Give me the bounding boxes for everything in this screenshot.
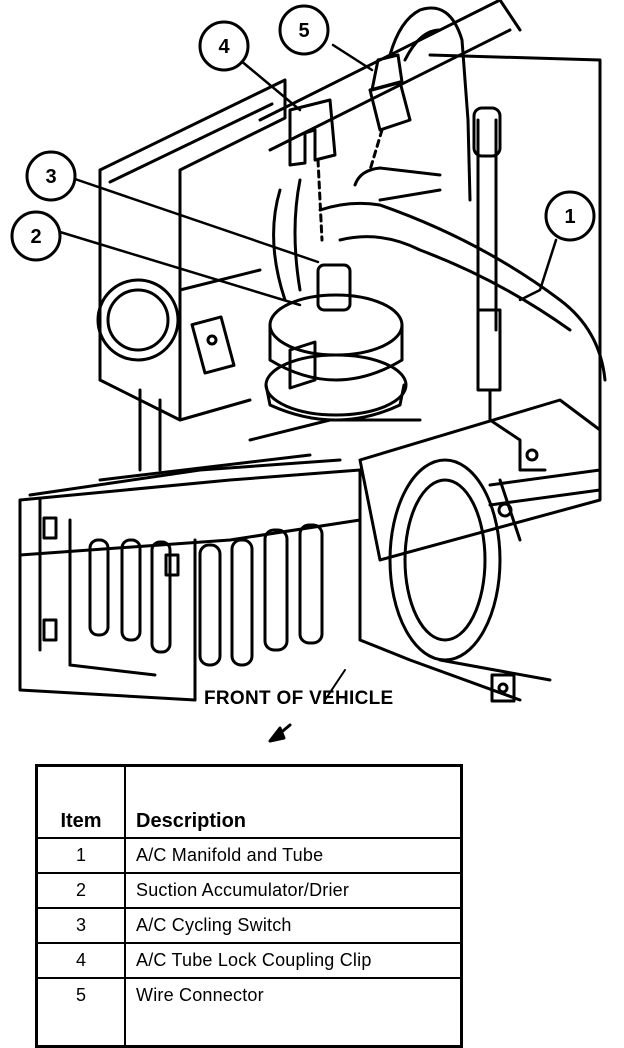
- callout-3-label: 3: [45, 166, 56, 188]
- callout-2-label: 2: [30, 226, 41, 248]
- fender-panel: [96, 78, 287, 422]
- legend-row: 4 A/C Tube Lock Coupling Clip: [35, 942, 463, 979]
- engine-compartment-illustration: 1 2 3 4 5: [10, 0, 607, 743]
- legend-item-number: 4: [35, 942, 126, 979]
- callout-5-label: 5: [298, 20, 309, 42]
- legend-row: 5 Wire Connector: [35, 977, 463, 1048]
- legend-item-description: A/C Cycling Switch: [124, 907, 463, 944]
- legend-header-item: Item: [35, 764, 126, 839]
- legend-item-description: Suction Accumulator/Drier: [124, 872, 463, 909]
- callout-3: 3: [25, 150, 77, 202]
- fan-shroud: [248, 398, 602, 703]
- legend-header-description: Description: [124, 764, 463, 839]
- legend-item-description: Wire Connector: [124, 977, 463, 1048]
- accumulator-drier: [264, 263, 408, 422]
- legend-item-number: 1: [35, 837, 126, 874]
- callout-1: 1: [544, 190, 596, 242]
- legend-item-number: 5: [35, 977, 126, 1048]
- callout-4-label: 4: [218, 36, 230, 58]
- legend-item-number: 3: [35, 907, 126, 944]
- callout-4: 4: [198, 20, 250, 72]
- vertical-tube: [472, 106, 547, 472]
- legend-item-description: A/C Manifold and Tube: [124, 837, 463, 874]
- coupling-clip: [288, 98, 337, 242]
- legend-header-row: Item Description: [35, 764, 463, 839]
- front-arrow: [268, 669, 346, 743]
- callout-1-label: 1: [564, 206, 575, 228]
- legend-row: 1 A/C Manifold and Tube: [35, 837, 463, 874]
- legend-row: 3 A/C Cycling Switch: [35, 907, 463, 944]
- legend-item-description: A/C Tube Lock Coupling Clip: [124, 942, 463, 979]
- leader-lines: [58, 43, 558, 307]
- wire-connector: [368, 6, 472, 202]
- radiator-grille: [18, 388, 362, 702]
- ac-manifold-tube: [272, 166, 607, 382]
- legend-table: Item Description 1 A/C Manifold and Tube…: [35, 764, 463, 1048]
- front-of-vehicle-label: FRONT OF VEHICLE: [204, 688, 394, 709]
- callout-5: 5: [278, 4, 330, 56]
- callout-2: 2: [10, 210, 62, 262]
- legend-row: 2 Suction Accumulator/Drier: [35, 872, 463, 909]
- legend-item-number: 2: [35, 872, 126, 909]
